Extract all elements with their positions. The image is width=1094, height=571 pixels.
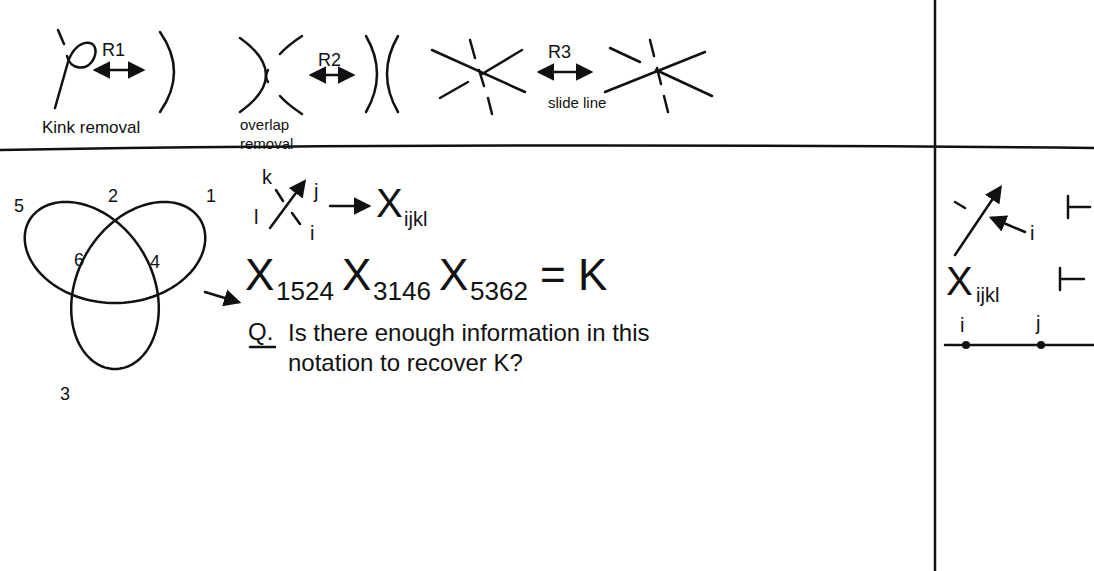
under-strand — [276, 190, 283, 201]
strand — [266, 70, 268, 82]
arc-number: 6 — [74, 250, 84, 271]
arc-number: 4 — [150, 252, 160, 273]
crossing-index: ijkl — [976, 284, 999, 307]
question-text: Is there enough information in this nota… — [288, 318, 658, 378]
move-name: R1 — [102, 40, 125, 61]
strand — [387, 36, 398, 112]
strand — [280, 96, 302, 114]
over-strand — [955, 188, 1000, 255]
move-caption: Kink removal — [42, 118, 140, 138]
divider-line — [0, 145, 1094, 150]
strand-label: l — [254, 206, 258, 229]
over-strand — [270, 182, 304, 228]
strand — [650, 40, 668, 112]
point-dot — [962, 341, 970, 349]
crossing-symbol: X — [245, 250, 274, 301]
strand-label: k — [262, 166, 272, 189]
crossing-symbol: X — [946, 258, 973, 304]
move-arrow — [96, 69, 142, 72]
crossing-symbol: X — [342, 250, 371, 301]
arc-number: 3 — [60, 384, 70, 405]
crossing-index: 1524 — [276, 277, 334, 307]
underline — [250, 346, 275, 349]
point-label: j — [1036, 312, 1040, 335]
crossing-symbol: X — [376, 180, 403, 226]
strand — [280, 36, 302, 54]
strand — [160, 32, 174, 112]
maps-arrow — [205, 292, 238, 302]
divider-line — [934, 0, 937, 571]
point-dot — [1037, 341, 1045, 349]
maps-to-symbol — [1068, 196, 1090, 218]
equation-result: = K — [540, 250, 607, 301]
maps-to-symbol — [1060, 268, 1084, 290]
strand — [240, 38, 266, 112]
strand-label: i — [1030, 222, 1034, 245]
strand — [366, 36, 377, 112]
strand-label: i — [310, 222, 314, 245]
move-arrow — [312, 74, 352, 77]
strand-label: j — [314, 180, 318, 203]
move-name: R3 — [548, 42, 571, 63]
crossing-index: 5362 — [470, 277, 528, 307]
strand — [610, 48, 712, 96]
crossing-symbol: X — [439, 250, 468, 301]
under-strand — [992, 218, 1025, 232]
trefoil-knot — [25, 202, 206, 369]
kink-strand — [55, 43, 96, 108]
under-strand — [955, 202, 965, 208]
arc-number: 5 — [14, 196, 24, 217]
move-caption: slide line — [548, 94, 608, 113]
kink-strand — [58, 30, 64, 44]
move-name: R2 — [318, 50, 341, 71]
point-label: i — [960, 314, 964, 337]
crossing-index: ijkl — [404, 208, 427, 231]
question-mark: Q. — [248, 318, 273, 346]
move-caption: overlap removal — [240, 116, 335, 154]
maps-arrow — [330, 205, 368, 208]
crossing-index: 3146 — [373, 277, 431, 307]
under-strand — [292, 213, 300, 224]
arc-number: 1 — [206, 186, 216, 207]
strand — [470, 40, 492, 114]
move-arrow — [540, 71, 590, 74]
arc-number: 2 — [108, 186, 118, 207]
